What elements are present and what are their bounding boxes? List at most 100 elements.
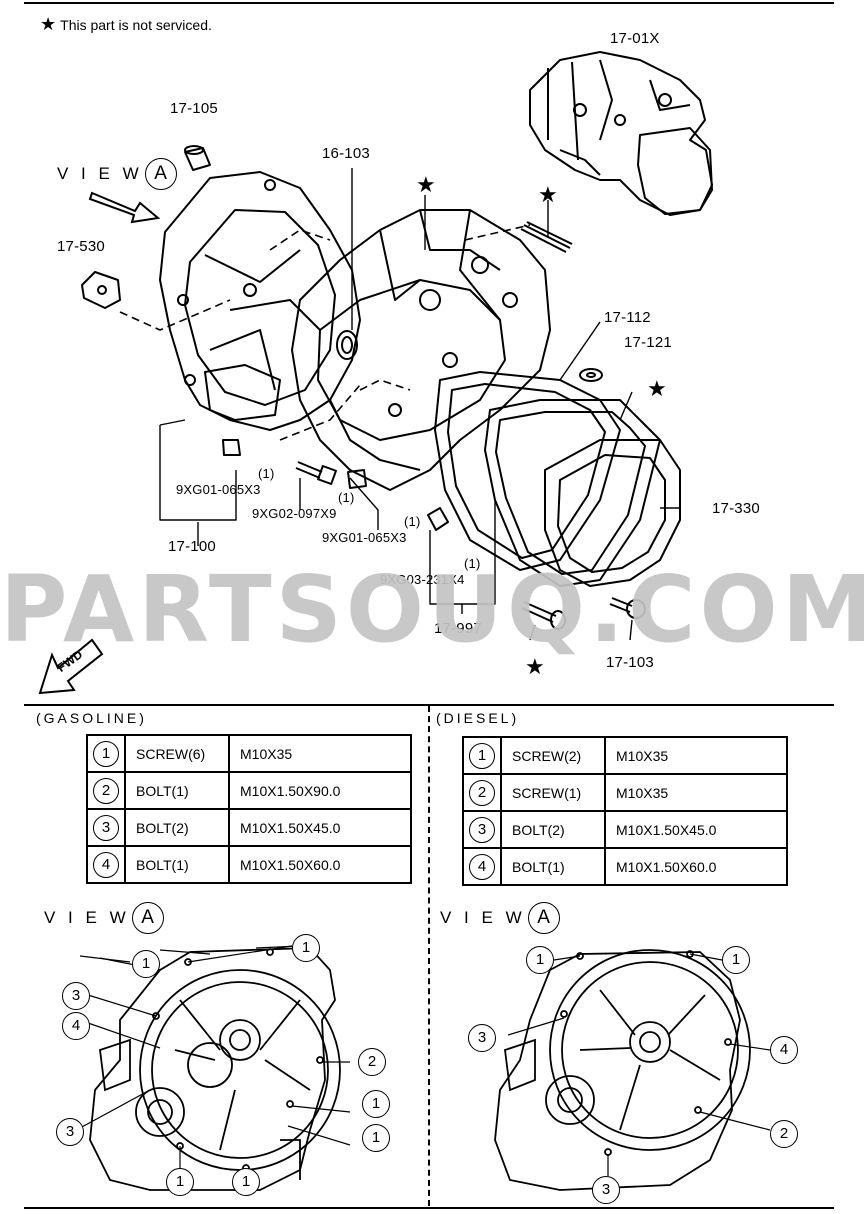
bracket-17-530-drawing (81, 271, 121, 309)
row-number: 2 (93, 777, 119, 804)
view-a-label: V I E W A (57, 158, 177, 190)
callout-2: 2 (770, 1120, 798, 1148)
bolt-qty-label: (1) (464, 556, 481, 571)
washer-17-121-drawing (579, 368, 603, 382)
callout-3: 3 (592, 1176, 620, 1204)
callout-1: 1 (292, 934, 320, 962)
fwd-arrow (38, 638, 104, 695)
table-row: 3 BOLT(2) M10X1.50X45.0 (86, 808, 412, 847)
gasoline-title: (GASOLINE) (36, 710, 147, 726)
row-number: 1 (469, 742, 495, 769)
callout-4: 4 (770, 1036, 798, 1064)
table-row: 2 BOLT(1) M10X1.50X90.0 (86, 771, 412, 810)
bolt-bottom-drawing (521, 601, 557, 623)
top-border (24, 2, 834, 4)
view-a-label: V I E W A (44, 902, 164, 934)
bolt-9xg01-a-drawing (222, 439, 241, 456)
label-17-01x: 17-01X (610, 30, 660, 47)
callout-3: 3 (62, 982, 90, 1010)
table-row: 4 BOLT(1) M10X1.50X60.0 (86, 845, 412, 884)
gasoline-table: 1 SCREW(6) M10X35 2 BOLT(1) M10X1.50X90.… (86, 734, 412, 884)
transmission-exploded-diagram (38, 51, 713, 695)
star-icon: ★ (647, 376, 667, 401)
stud-top-drawing (523, 224, 571, 249)
fastener-size: M10X35 (604, 736, 788, 775)
row-number: 4 (93, 851, 119, 878)
callout-3: 3 (56, 1118, 84, 1146)
label-17-121: 17-121 (624, 334, 672, 351)
rear-cover-17-330-drawing (544, 439, 681, 587)
fastener-size: M10X1.50X60.0 (604, 847, 788, 886)
fastener-size: M10X1.50X45.0 (604, 810, 788, 849)
label-17-112: 17-112 (604, 309, 651, 326)
label-17-105: 17-105 (170, 100, 218, 117)
bolt-qty-label: (1) (338, 490, 355, 505)
callout-1: 1 (526, 946, 554, 974)
table-row: 4 BOLT(1) M10X1.50X60.0 (462, 847, 788, 886)
label-17-530: 17-530 (57, 238, 105, 255)
fastener-size: M10X35 (604, 773, 788, 812)
watermark: PARTSOUQ.COM (0, 556, 864, 663)
label-17-103: 17-103 (606, 654, 654, 671)
row-number: 3 (469, 816, 495, 843)
fastener-size: M10X1.50X45.0 (228, 808, 412, 847)
section-divider (24, 704, 834, 706)
table-row: 3 BOLT(2) M10X1.50X45.0 (462, 810, 788, 849)
view-letter: A (527, 902, 560, 934)
star-icon: ★ (525, 654, 545, 679)
view-text: V I E W (44, 908, 130, 927)
view-text: V I E W (440, 908, 526, 927)
callout-1: 1 (132, 950, 160, 978)
bolt-label-9xg02: 9XG02-097X9 (252, 506, 337, 521)
fastener-size: M10X35 (228, 734, 412, 773)
row-number: 2 (469, 779, 495, 806)
label-17-997: 17-997 (434, 620, 482, 637)
fastener-name: BOLT(2) (124, 808, 230, 847)
fastener-name: SCREW(6) (124, 734, 230, 773)
fastener-name: BOLT(2) (500, 810, 606, 849)
bolt-9xg02-drawing (295, 461, 323, 479)
row-number: 1 (93, 740, 119, 767)
clutch-housing-drawing (159, 171, 361, 431)
callout-3: 3 (468, 1024, 496, 1052)
bolt-label-9xg03: 9XG03-231X4 (380, 572, 465, 587)
row-number: 3 (93, 814, 119, 841)
gasket-17-112-drawing (434, 371, 621, 571)
not-serviced-note: ★ This part is not serviced. (40, 14, 212, 35)
fastener-name: SCREW(1) (500, 773, 606, 812)
fastener-name: BOLT(1) (124, 845, 230, 884)
fastener-name: BOLT(1) (124, 771, 230, 810)
transmission-assembly-drawing (529, 51, 713, 216)
oil-seal-16-103-drawing (336, 330, 358, 360)
label-16-103: 16-103 (322, 145, 370, 162)
dowel-17-105-drawing (184, 147, 211, 171)
view-a-label: V I E W A (440, 902, 560, 934)
diesel-title: (DIESEL) (436, 710, 520, 726)
view-letter: A (131, 902, 164, 934)
callout-1: 1 (362, 1090, 390, 1118)
fastener-name: BOLT(1) (500, 847, 606, 886)
callout-1: 1 (362, 1124, 390, 1152)
callout-1: 1 (722, 946, 750, 974)
table-row: 2 SCREW(1) M10X35 (462, 773, 788, 812)
fastener-size: M10X1.50X60.0 (228, 845, 412, 884)
diesel-table: 1 SCREW(2) M10X35 2 SCREW(1) M10X35 3 BO… (462, 736, 788, 886)
callout-2: 2 (358, 1048, 386, 1076)
diesel-view-a-drawing (494, 949, 771, 1191)
bolt-qty-label: (1) (404, 514, 421, 529)
callout-1: 1 (166, 1168, 194, 1196)
callout-4: 4 (62, 1012, 90, 1040)
view-letter: A (144, 158, 177, 190)
table-row: 1 SCREW(6) M10X35 (86, 734, 412, 773)
fastener-name: SCREW(2) (500, 736, 606, 775)
table-row: 1 SCREW(2) M10X35 (462, 736, 788, 775)
view-a-arrow (88, 191, 161, 224)
label-17-100: 17-100 (168, 538, 216, 555)
bolt-label-9xg01: 9XG01-065X3 (176, 482, 261, 497)
star-icon: ★ (416, 172, 436, 197)
bolt-qty-label: (1) (258, 466, 275, 481)
dowel-9xg03-drawing (427, 507, 449, 531)
star-icon: ★ (40, 14, 57, 34)
callout-1: 1 (232, 1168, 260, 1196)
column-divider (428, 706, 430, 1206)
